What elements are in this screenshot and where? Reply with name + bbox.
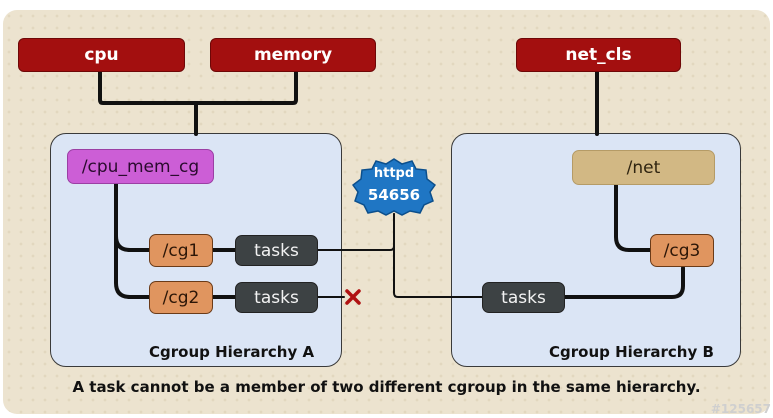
cg2-node: /cg2: [149, 281, 213, 314]
cg3-tasks: tasks: [482, 282, 565, 313]
cg3-to-tasks-b: [560, 266, 685, 299]
httpd-name: httpd: [373, 166, 415, 181]
httpd-to-tasks1: [315, 213, 395, 251]
hierarchy-a-label: Cgroup Hierarchy A: [149, 343, 315, 361]
net-cls-controller: net_cls: [516, 38, 681, 72]
cg1-node: /cg1: [149, 234, 213, 267]
diagram-caption: A task cannot be a member of two differe…: [72, 378, 701, 396]
cpu-mem-cg-root: /cpu_mem_cg: [67, 149, 214, 184]
httpd-pid: 54656: [367, 186, 421, 204]
httpd-to-tasks-b: [393, 213, 484, 298]
cg1-tasks: tasks: [235, 235, 318, 266]
cg3-node: /cg3: [650, 234, 714, 267]
cg2-tasks: tasks: [235, 282, 318, 313]
net-root: /net: [572, 150, 715, 185]
memory-controller: memory: [210, 38, 376, 72]
cpu-memory-bracket: [98, 68, 298, 105]
figure-id-watermark: #125657: [710, 402, 771, 416]
httpd-process-badge: [352, 158, 436, 216]
net-to-cg3: [614, 182, 652, 252]
root-to-cg2: [114, 180, 152, 299]
hierarchy-b-label: Cgroup Hierarchy B: [549, 343, 714, 361]
forbidden-x-icon: [345, 289, 361, 305]
cpu-controller: cpu: [18, 38, 185, 72]
root-to-cg1: [114, 234, 152, 252]
